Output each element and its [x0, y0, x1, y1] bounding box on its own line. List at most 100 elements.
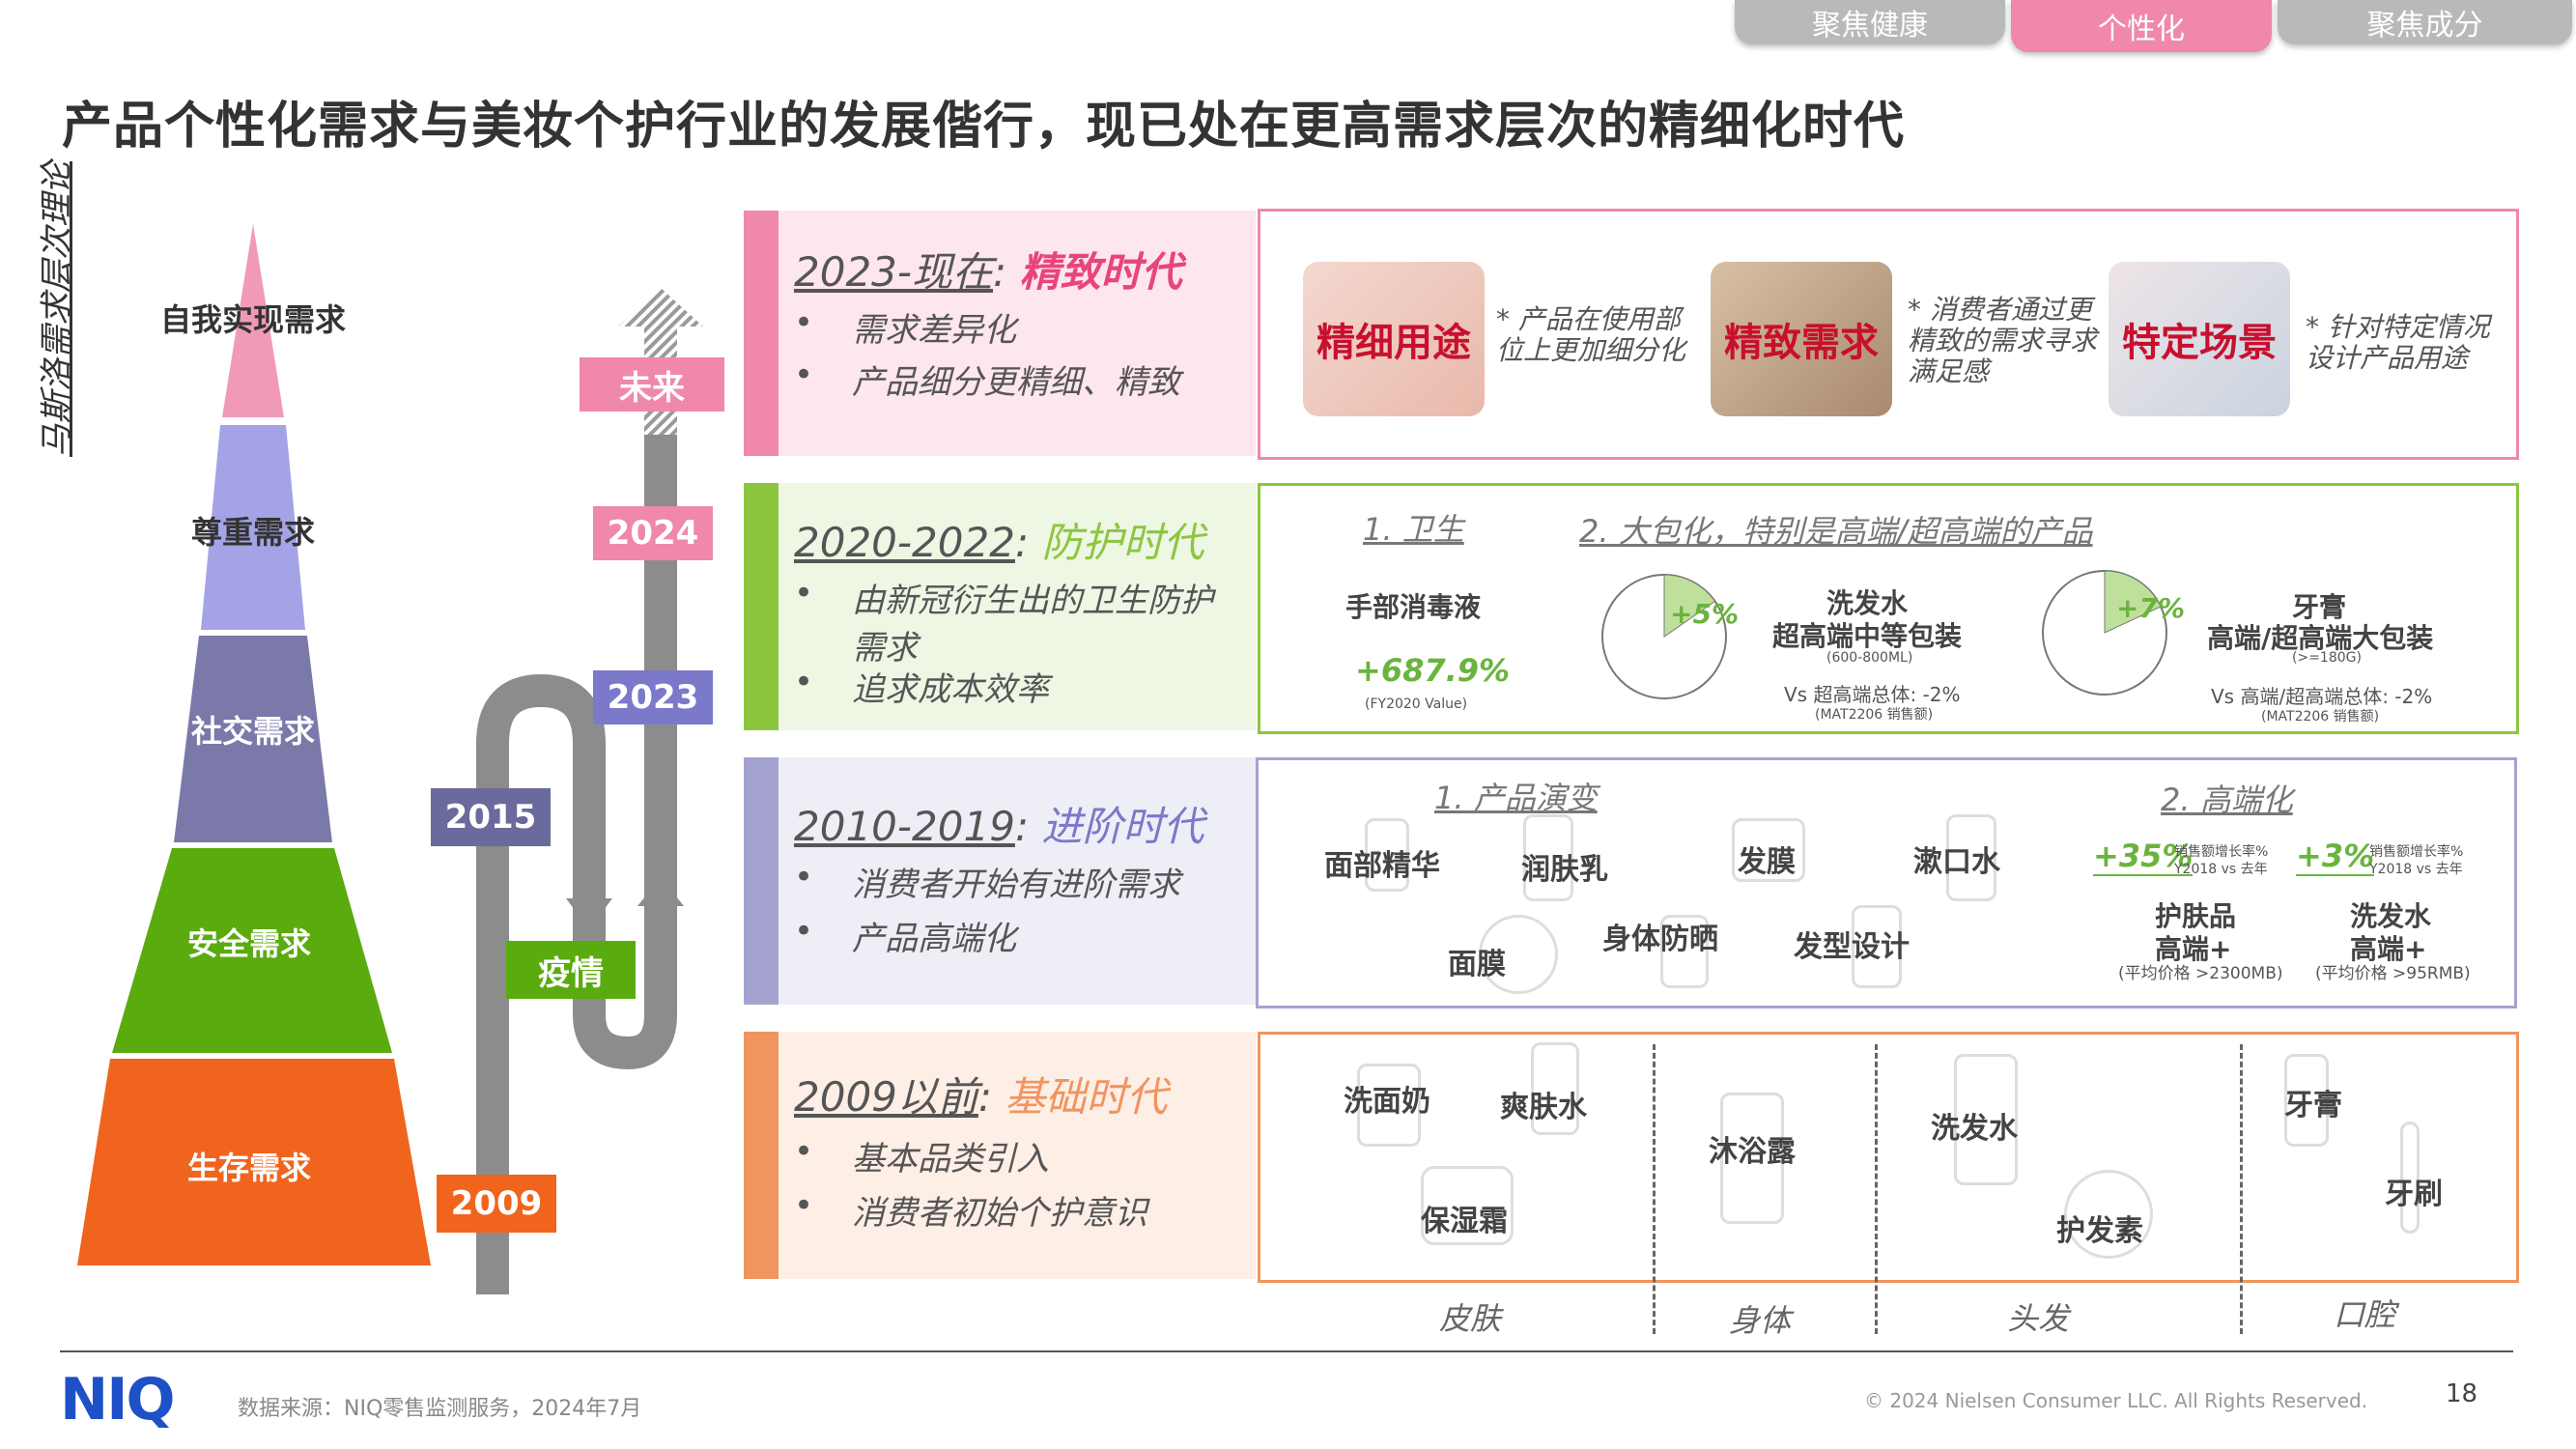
body-wash-bottle-icon [1720, 1093, 1784, 1224]
shampoo-label: 洗发水 [1826, 587, 1909, 619]
cream-jar-icon [1421, 1166, 1514, 1245]
product-body-wash: 沐浴露 [1709, 1135, 1796, 1169]
toner-bottle-icon [1531, 1042, 1579, 1135]
timeline-2023: 2023 [593, 670, 713, 724]
product-moisturizer: 保湿霜 [1421, 1205, 1508, 1238]
refined-era-box: 精细用途 * 产品在使用部位上更加细分化 精致需求 * 消费者通过更精致的需求寻… [1258, 209, 2519, 460]
shampoo-note: (MAT2206 销售额) [1815, 707, 1934, 723]
tab-health[interactable]: 聚焦健康 [1735, 0, 2005, 44]
toothpaste-pack-label: 高端/超高端大包装 [2207, 622, 2434, 654]
era-refined-title: 2023-现在: 精致时代 [794, 248, 1182, 296]
pyramid-label-esteem: 尊重需求 [190, 514, 315, 551]
hand-sanitizer-label: 手部消毒液 [1345, 591, 1482, 623]
hair-mask-jar-icon [1732, 818, 1805, 882]
timeline-2009: 2009 [437, 1175, 556, 1233]
toothpaste-label: 牙膏 [2292, 591, 2347, 623]
tab-personalization[interactable]: 个性化 [2011, 0, 2272, 52]
pyramid-label-social: 社交需求 [190, 713, 315, 750]
toothpaste-note: (MAT2206 销售额) [2261, 709, 2380, 724]
timeline-2015: 2015 [431, 788, 551, 846]
era-protection-bullet: •由新冠衍生出的卫生防护需求 [794, 574, 1213, 668]
product-body-sunscreen: 身体防晒 [1602, 923, 1718, 956]
skincare-tier: 高端+ [2155, 933, 2232, 965]
era-basic-bullet: •消费者初始个护意识 [794, 1186, 1147, 1233]
shampoo-premium-label: 洗发水 [2350, 900, 2432, 932]
pyramid-tier-safety [112, 848, 392, 1053]
category-divider [1653, 1044, 1656, 1334]
pyramid-tier-survival [77, 1059, 431, 1265]
toothpaste-size: (>=180G) [2292, 650, 2362, 666]
era-advanced-title: 2010-2019: 进阶时代 [794, 803, 1204, 850]
era-basic-bullet: •基本品类引入 [794, 1132, 1049, 1179]
pyramid-tier-esteem [201, 425, 305, 630]
pyramid-tier-self-actualization [222, 224, 284, 417]
product-toothpaste: 牙膏 [2284, 1089, 2342, 1122]
styling-spray-icon [1852, 905, 1902, 988]
skincare-growth-period: Y2018 vs 去年 [2174, 862, 2268, 877]
product-facial-cleanser: 洗面奶 [1344, 1085, 1430, 1119]
timeline-covid: 疫情 [506, 941, 636, 999]
era-refined-bullet: •需求差异化 [794, 303, 1016, 350]
era-basic-title: 2009以前: 基础时代 [794, 1073, 1168, 1121]
pyramid-label-survival: 生存需求 [186, 1150, 311, 1186]
toothpaste-tube-icon [2284, 1054, 2329, 1147]
basic-era-box: 洗面奶 爽肤水 保湿霜 沐浴露 洗发水 护发素 牙膏 牙刷 [1258, 1032, 2519, 1334]
pyramid-tier-social [174, 636, 332, 842]
specific-scene-tile: 特定场景 [2109, 262, 2290, 416]
pyramid-label-safety: 安全需求 [186, 925, 311, 962]
shampoo-premium-price: (平均价格 >95RMB) [2315, 964, 2471, 983]
serum-bottle-icon [1365, 818, 1409, 892]
toothbrush-icon [2400, 1122, 2420, 1234]
tab-ingredients[interactable]: 聚焦成分 [2278, 0, 2572, 44]
shampoo-bottle-icon [1954, 1054, 2018, 1185]
product-hair-mask: 发膜 [1738, 845, 1796, 879]
lotion-bottle-icon [1523, 814, 1573, 901]
fine-use-note: * 产品在使用部位上更加细分化 [1496, 303, 1686, 366]
toothpaste-vs: Vs 高端/超高端总体: -2% [2211, 685, 2433, 708]
toothpaste-share-pie [2042, 570, 2167, 696]
skincare-label: 护肤品 [2155, 900, 2237, 932]
shampoo-pack-label: 超高端中等包装 [1772, 620, 1963, 652]
era-advanced-bullet: •消费者开始有进阶需求 [794, 858, 1180, 904]
toothpaste-share-pct: +7% [2116, 592, 2185, 624]
era-protection-title: 2020-2022: 防护时代 [794, 519, 1204, 566]
product-toner: 爽肤水 [1500, 1091, 1587, 1124]
category-skin: 皮肤 [1439, 1300, 1502, 1337]
timeline-2024: 2024 [593, 506, 713, 560]
pyramid-label-self-actualization: 自我实现需求 [159, 301, 346, 338]
product-face-serum: 面部精华 [1324, 849, 1440, 883]
data-source: 数据来源：NIQ零售监测服务，2024年7月 [238, 1397, 642, 1421]
copyright: © 2024 Nielsen Consumer LLC. All Rights … [1864, 1389, 2368, 1412]
era-refined: 2023-现在: 精致时代 •需求差异化 •产品细分更精细、精致 [744, 211, 1256, 456]
shampoo-growth: +3% [2296, 838, 2375, 876]
shampoo-premium-tier: 高端+ [2350, 933, 2427, 965]
era-protection: 2020-2022: 防护时代 •由新冠衍生出的卫生防护需求 •追求成本效率 [744, 483, 1256, 730]
refined-demand-tile: 精致需求 [1711, 262, 1892, 416]
product-conditioner: 护发素 [2056, 1214, 2143, 1248]
era-refined-bullet: •产品细分更精细、精致 [794, 355, 1180, 402]
refined-demand-note: * 消费者通过更精致的需求寻求满足感 [1908, 294, 2098, 387]
product-evolution-heading: 1. 产品演变 [1434, 780, 1598, 816]
skincare-growth-note: 销售额增长率% [2174, 844, 2269, 860]
category-hair: 头发 [2007, 1300, 2070, 1337]
sunscreen-bottle-icon [1660, 915, 1709, 988]
product-face-mask: 面膜 [1448, 948, 1506, 981]
shampoo-growth-period: Y2018 vs 去年 [2369, 862, 2463, 877]
shampoo-growth-note: 销售额增长率% [2369, 844, 2464, 860]
timeline-path [476, 288, 703, 1294]
niq-logo: NIQ [60, 1366, 176, 1434]
advanced-era-box: 1. 产品演变 2. 高端化 面部精华 润肤乳 发膜 漱口水 面膜 身体防晒 发… [1256, 757, 2517, 1009]
shampoo-vs: Vs 超高端总体: -2% [1784, 683, 1961, 706]
category-body: 身体 [1729, 1302, 1792, 1339]
premiumization-heading: 2. 高端化 [2161, 781, 2293, 818]
skincare-growth: +35% [2093, 838, 2194, 876]
shampoo-share-pct: +5% [1670, 598, 1739, 630]
specific-scene-note: * 针对特定情况设计产品用途 [2306, 311, 2490, 374]
hand-sanitizer-growth: +687.9% [1355, 652, 1511, 689]
protection-era-box: 1. 卫生 2. 大包化，特别是高端/超高端的产品 手部消毒液 +687.9% … [1258, 483, 2519, 734]
category-divider [2240, 1044, 2243, 1334]
page-number: 18 [2446, 1379, 2478, 1408]
fine-use-tile: 精细用途 [1303, 262, 1485, 416]
era-protection-bullet: •追求成本效率 [794, 663, 1049, 709]
era-basic: 2009以前: 基础时代 •基本品类引入 •消费者初始个护意识 [744, 1032, 1256, 1279]
